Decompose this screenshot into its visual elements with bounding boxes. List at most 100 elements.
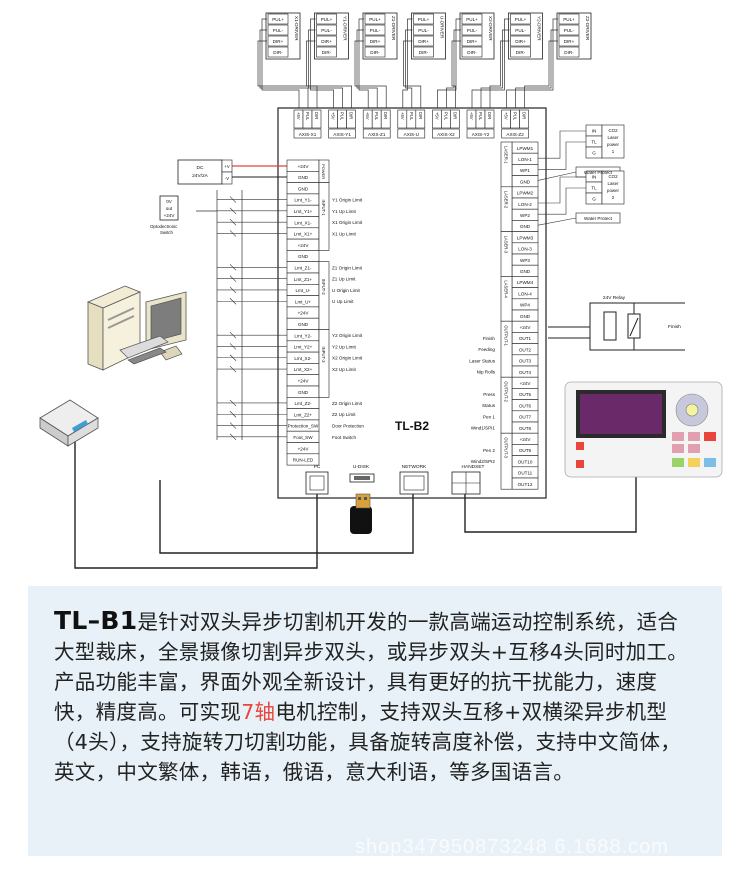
driver-pin xyxy=(364,13,386,25)
right-terminal-label: LON-3 xyxy=(518,247,532,252)
right-terminal-label: LON-2 xyxy=(518,202,532,207)
axis-label: AXIS-Z2 xyxy=(506,132,524,137)
laser-power-label: power xyxy=(607,142,619,147)
right-terminal-label: OUT4 xyxy=(519,370,532,375)
axis-pin-label: DIR xyxy=(349,112,354,119)
port-label: U-DISK xyxy=(353,464,370,470)
switch-mark xyxy=(229,298,237,305)
laser-pin-label: G xyxy=(592,151,596,156)
left-terminal-label: Lmt_U+ xyxy=(295,299,312,304)
output-function-label: Feeding xyxy=(478,347,495,352)
left-terminal-label: GND xyxy=(298,186,309,191)
switch-mark xyxy=(229,365,237,373)
switch-mark xyxy=(229,354,237,361)
port-slot xyxy=(354,476,370,480)
right-terminal-label: WP1 xyxy=(520,168,530,173)
left-terminal-label: RUN-LED xyxy=(293,458,314,463)
switch-mark xyxy=(229,433,237,441)
output-section-label: LASER-1 xyxy=(504,146,509,164)
output-function-label: Finish xyxy=(483,336,496,341)
driver-name: X2-DRIVER xyxy=(488,16,493,41)
driver-wire xyxy=(358,18,369,108)
driver-pin-label: PUL+ xyxy=(272,17,284,22)
left-terminal-label: GND xyxy=(298,322,309,327)
right-terminal-label: OUT7 xyxy=(519,415,532,420)
axis-pin-label: +5V xyxy=(331,112,336,120)
driver-pin xyxy=(558,13,580,25)
limit-label: X1 Origin Limit xyxy=(332,220,363,225)
driver-name: Z1-DRIVER xyxy=(391,16,396,41)
dc-minus-label: -V xyxy=(225,176,229,181)
axis-connector-label-box xyxy=(362,128,391,139)
axis-connector-label-box xyxy=(328,128,356,139)
driver-pin-label: DIR- xyxy=(322,50,332,55)
laser-pin-label: IN xyxy=(592,175,597,180)
driver-wire xyxy=(524,40,558,108)
switch-mark xyxy=(229,218,237,226)
left-terminal-label: Lmt_Z2+ xyxy=(294,412,313,417)
axis-count-highlight: 7轴 xyxy=(241,700,276,724)
right-terminal-label: LPWM2 xyxy=(517,191,534,196)
driver-pin-label: DIR- xyxy=(370,50,380,55)
left-terminal xyxy=(286,453,320,466)
driver-wire xyxy=(403,40,422,108)
switch-mark xyxy=(229,343,237,350)
axis-pin-label: +5V xyxy=(296,112,301,120)
axis-connector-label-box xyxy=(466,128,495,139)
axis-pin xyxy=(311,109,322,129)
driver-pin xyxy=(510,46,531,58)
driver-wire xyxy=(471,18,510,108)
driver-pin-label: DIR- xyxy=(419,50,429,55)
limit-label: Foot Switch xyxy=(332,435,356,440)
right-terminal-label: OUT11 xyxy=(518,471,533,476)
axis-label: AXIS-Z1 xyxy=(368,132,386,137)
left-terminal-label: GND xyxy=(298,175,309,180)
driver-pin xyxy=(413,24,434,36)
output-section-label: OUTPUT-3 xyxy=(504,437,509,458)
input-section-label: INPUT-1 xyxy=(321,200,326,217)
right-terminal-label: GND xyxy=(520,179,531,184)
input-section-label: INPUT-3 xyxy=(321,346,326,363)
right-terminal-label: LPWM3 xyxy=(517,235,534,240)
sensor-pin-0v: 0V xyxy=(166,199,173,204)
relay-finish-label: Finish xyxy=(668,324,681,330)
right-terminal-label: OUT10 xyxy=(518,459,533,464)
right-terminal-label: OUT2 xyxy=(519,347,532,352)
axis-label: AXIS-U xyxy=(404,132,419,137)
switch-mark xyxy=(229,275,237,282)
output-function-label: Laser Status xyxy=(469,358,495,363)
driver-pin-label: DIR+ xyxy=(515,39,526,44)
driver-pin xyxy=(316,24,337,36)
axis-pin-label: DIR xyxy=(487,112,492,119)
power-section-label: POWER xyxy=(321,164,326,179)
limit-label: Z1 Up Limit xyxy=(332,277,356,282)
output-section-label: LASER-3 xyxy=(504,236,509,254)
limit-label: Y2 Origin Limit xyxy=(332,333,363,338)
left-terminal-label: +24V xyxy=(298,243,310,248)
right-terminal-label: +24V xyxy=(520,437,532,442)
switch-mark xyxy=(229,207,237,215)
driver-pin-label: PUL- xyxy=(564,28,575,33)
limit-label: Door Protection xyxy=(332,424,364,429)
left-terminal-label: Lmt_Y2+ xyxy=(294,345,313,350)
left-terminal-label: Lmt_X2+ xyxy=(294,367,313,372)
left-terminal-label: Lmt_Z2- xyxy=(294,401,312,406)
left-terminal-label: GND xyxy=(298,390,309,395)
output-function-label: Press xyxy=(483,392,495,397)
driver-pin-label: DIR- xyxy=(516,50,526,55)
switch-mark xyxy=(229,230,237,237)
axis-label: AXIS-X2 xyxy=(437,132,455,137)
axis-pin-label: +5V xyxy=(434,112,439,120)
output-function-label: Pen 1 xyxy=(483,414,495,419)
axis-pin-label: DIR xyxy=(522,112,527,119)
input-section-box xyxy=(318,182,330,251)
driver-pin xyxy=(461,46,483,58)
left-terminal-label: Lmt_Z1+ xyxy=(294,277,313,282)
axis-pin-label: PUL xyxy=(478,112,483,121)
driver-pin xyxy=(510,13,531,25)
driver-pin-label: PUL+ xyxy=(515,17,527,22)
driver-pin xyxy=(267,13,289,25)
right-terminal-label: LON-4 xyxy=(518,291,532,296)
laser-power-label: Laser xyxy=(608,181,620,186)
left-terminal-label: GND xyxy=(298,254,309,259)
